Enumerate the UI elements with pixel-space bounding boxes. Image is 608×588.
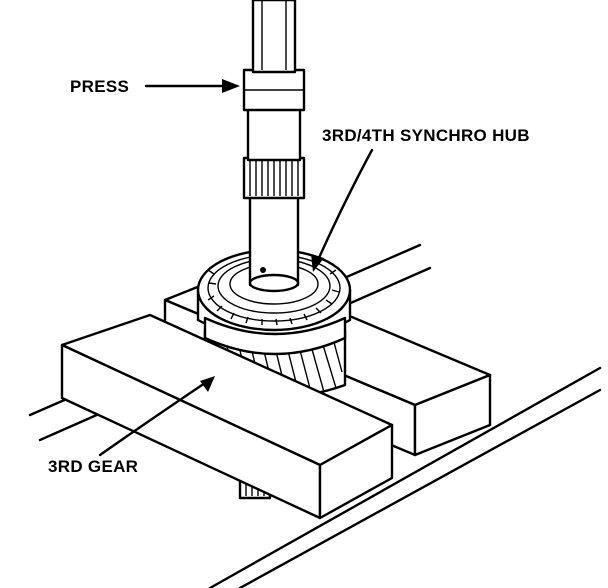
callout-leaders [98, 79, 374, 457]
front-support-block [60, 313, 394, 520]
press-label: PRESS [70, 77, 129, 96]
third-gear-label: 3RD GEAR [48, 457, 138, 476]
press-ram [242, 0, 306, 293]
synchro-hub-label: 3RD/4TH SYNCHRO HUB [322, 126, 530, 145]
